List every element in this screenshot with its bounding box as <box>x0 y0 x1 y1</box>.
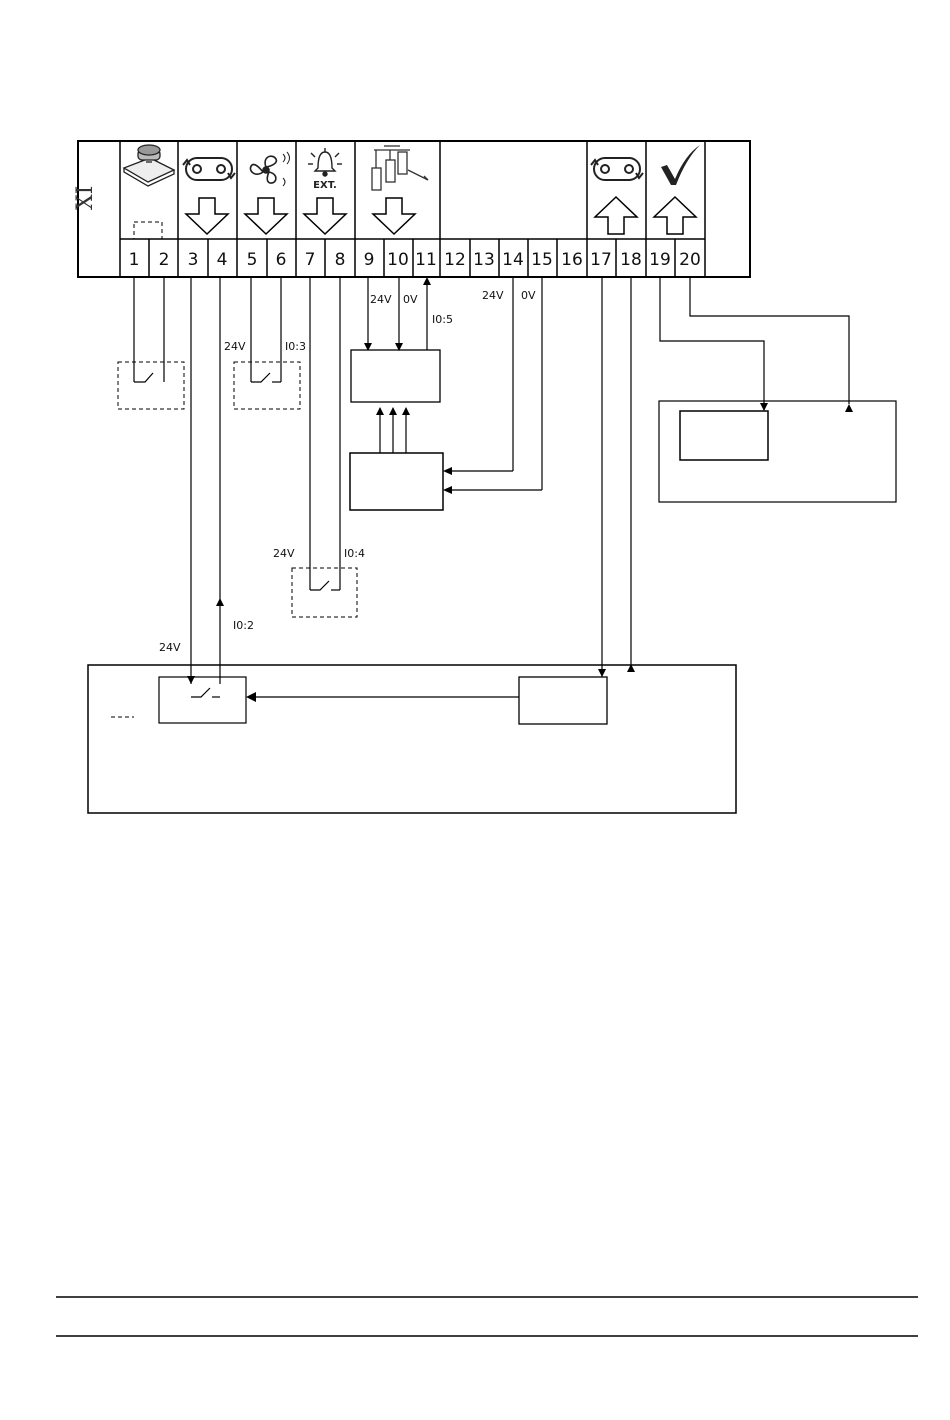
terminal-15: 15 <box>531 250 553 270</box>
block-header: XI <box>73 186 98 210</box>
conveyor-rotation-icon <box>591 158 643 180</box>
checkmark-icon <box>661 145 700 185</box>
label-t6-io3: I0:3 <box>285 340 306 353</box>
terminal-10: 10 <box>387 250 409 270</box>
terminal-14: 14 <box>502 250 524 270</box>
label-t10-0v: 0V <box>403 293 418 306</box>
conveyor-controller-box <box>519 677 607 724</box>
label-t15-0v: 0V <box>521 289 536 302</box>
label-t14-24v: 24V <box>482 289 504 302</box>
terminal-numbers: 1 2 3 4 5 6 7 8 9 10 11 12 13 14 15 16 1… <box>129 250 701 270</box>
terminal-6: 6 <box>276 250 287 270</box>
terminal-5: 5 <box>247 250 258 270</box>
relay-contact <box>191 688 210 697</box>
terminal-13: 13 <box>473 250 495 270</box>
terminal-8: 8 <box>335 250 346 270</box>
conveyor-control-box <box>88 665 736 813</box>
label-t4-24v: 24V <box>224 340 246 353</box>
jumper-mark <box>134 222 162 239</box>
contact-5-6 <box>234 362 300 409</box>
terminal-4: 4 <box>217 250 228 270</box>
terminal-18: 18 <box>620 250 642 270</box>
relay-contact-box <box>159 677 246 723</box>
power-supply-box <box>350 453 443 510</box>
terminal-12: 12 <box>444 250 466 270</box>
terminal-16: 16 <box>561 250 583 270</box>
valve-group-icon <box>372 146 428 190</box>
arrow-down-5-6 <box>245 198 287 234</box>
terminal-19: 19 <box>649 250 671 270</box>
arrow-up-17-18 <box>595 197 637 234</box>
arrow-down-9-11 <box>373 198 415 234</box>
label-t7-24v: 24V <box>273 547 295 560</box>
remote-unit-outer-box <box>659 401 896 502</box>
conveyor-rotation-icon <box>183 158 235 180</box>
terminal-2: 2 <box>159 250 170 270</box>
contact-7-8 <box>292 568 357 617</box>
arrow-up-19-20 <box>654 197 696 234</box>
terminal-20: 20 <box>679 250 701 270</box>
label-t11-io5: I0:5 <box>432 313 453 326</box>
emergency-button-icon <box>124 145 174 186</box>
terminal-3: 3 <box>188 250 199 270</box>
arrow-down-3-4 <box>186 198 228 234</box>
label-t8-io4: I0:4 <box>344 547 365 560</box>
fan-icon <box>250 152 289 186</box>
label-t9-24v: 24V <box>370 293 392 306</box>
terminal-7: 7 <box>305 250 316 270</box>
valve-module-box <box>351 350 440 402</box>
contact-1-2 <box>118 362 184 409</box>
terminal-11: 11 <box>415 250 437 270</box>
ext-label: EXT. <box>313 180 337 191</box>
terminal-9: 9 <box>364 250 375 270</box>
label-t4-io2: I0:2 <box>233 619 254 632</box>
external-alarm-bell-icon <box>308 148 342 176</box>
arrow-down-7-8 <box>304 198 346 234</box>
remote-unit-inner-box <box>680 411 768 460</box>
terminal-17: 17 <box>590 250 612 270</box>
terminal-1: 1 <box>129 250 140 270</box>
label-t3-24v: 24V <box>159 641 181 654</box>
